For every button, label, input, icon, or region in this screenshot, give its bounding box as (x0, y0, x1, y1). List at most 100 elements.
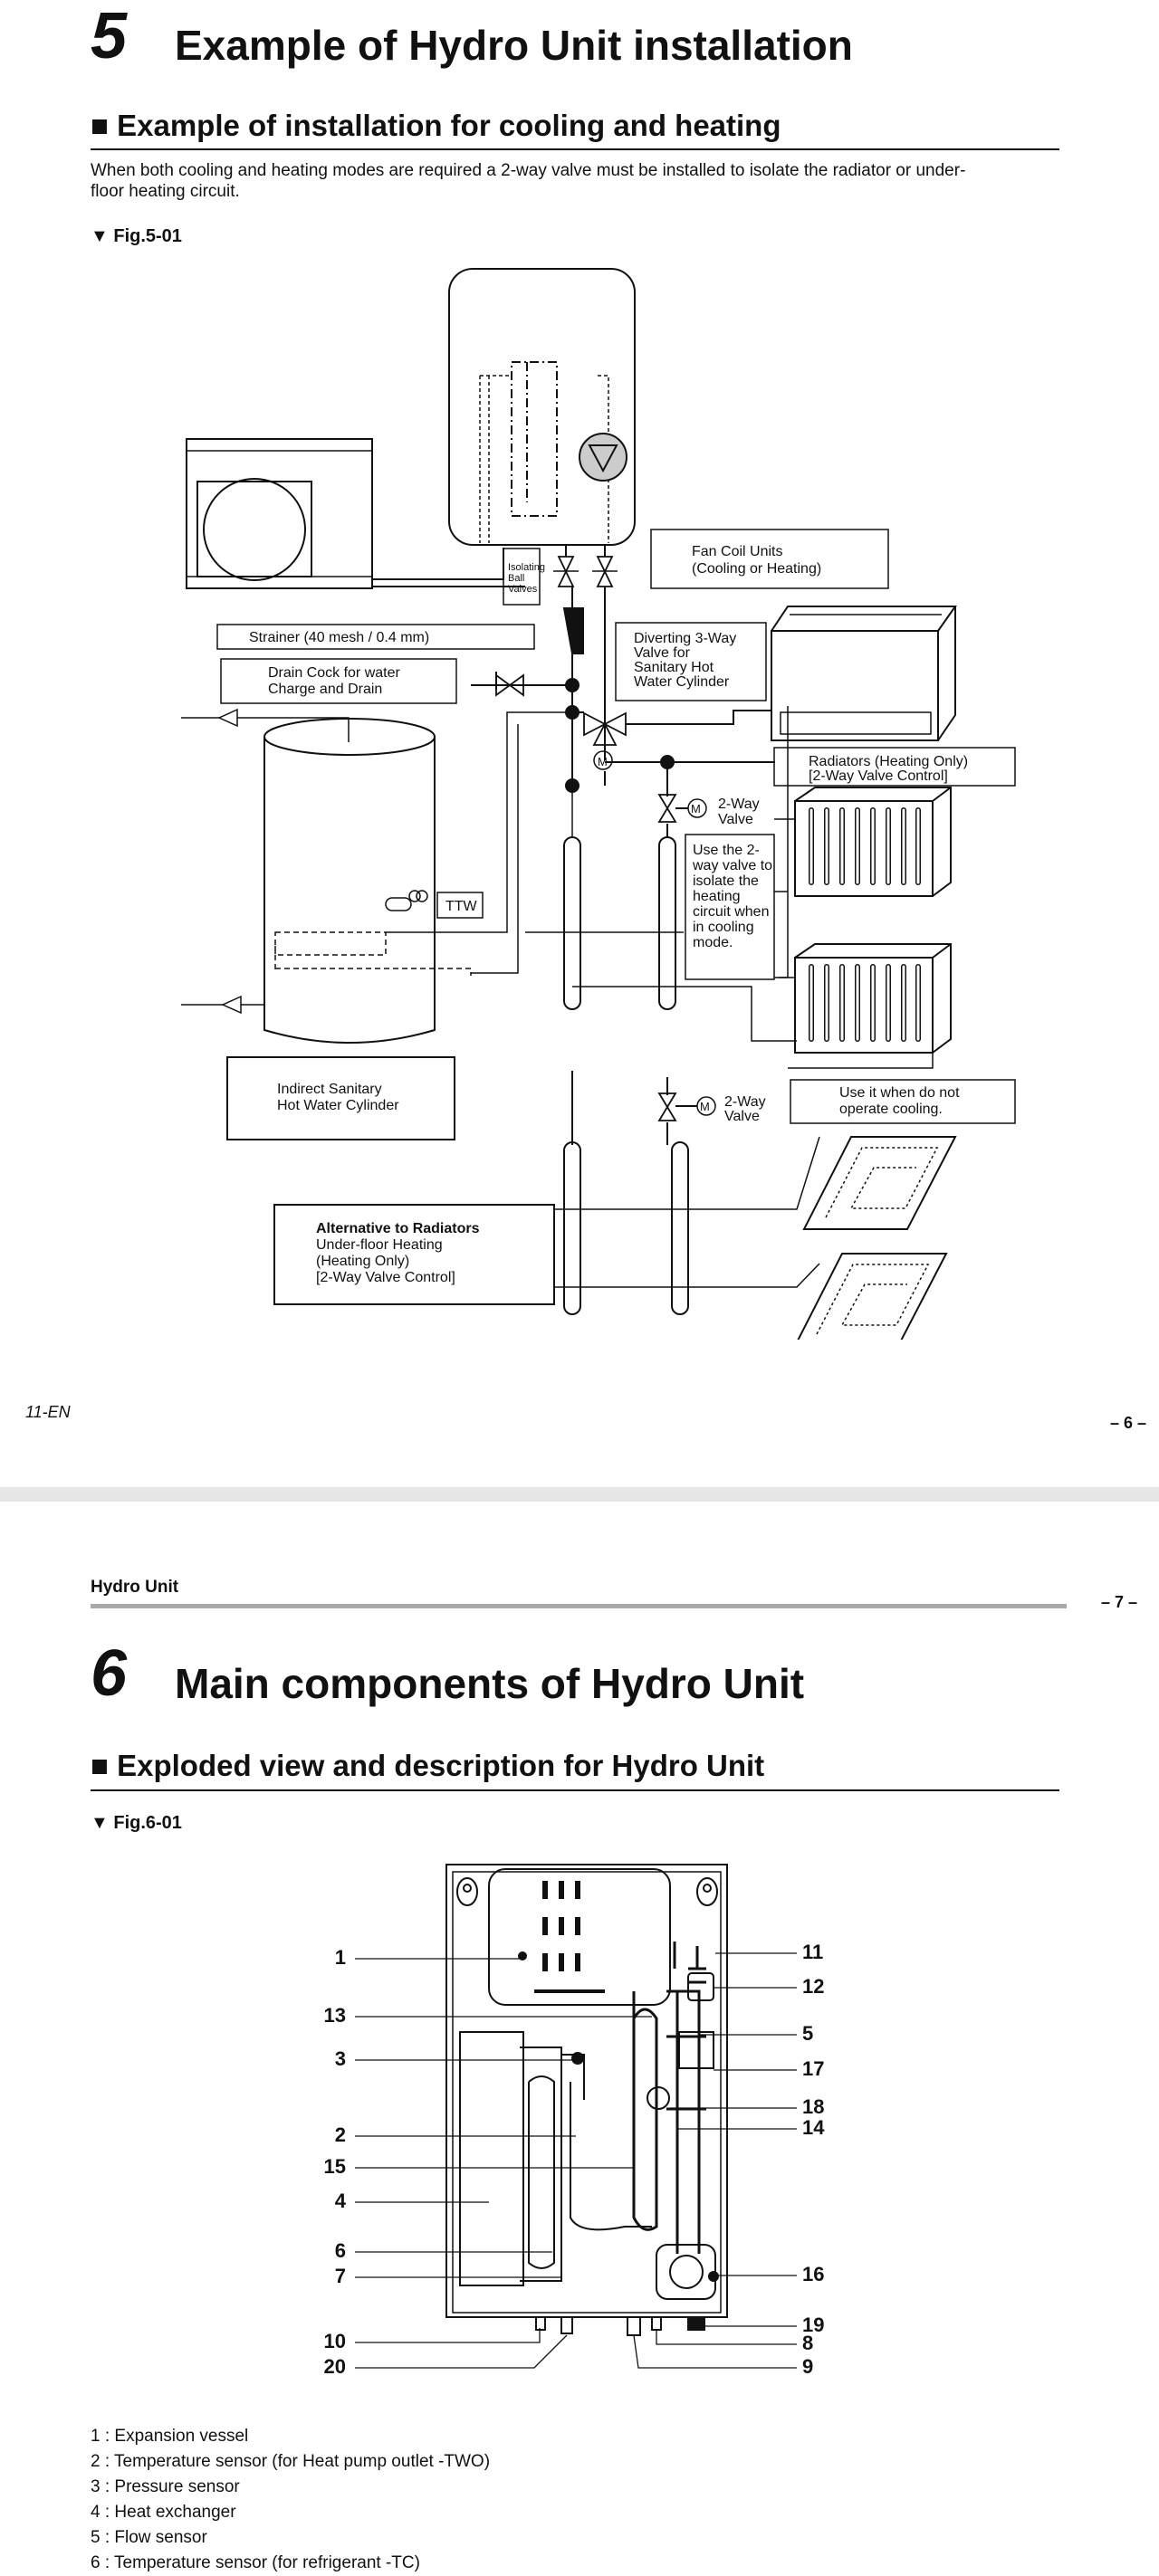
drain-cock-label-box (220, 658, 457, 704)
cylinder-pipes (181, 711, 572, 1006)
list-item: 6 : Temperature sensor (for refrigerant … (91, 2553, 420, 2572)
use-note-7: mode. (693, 935, 733, 950)
alternative-label-3: (Heating Only) (316, 1254, 409, 1269)
heat-exchanger (459, 2031, 652, 2286)
use-cooling-note-1: Use it when do not (839, 1085, 960, 1101)
use-two-way-note-box (685, 834, 775, 980)
callout-left: 4 (334, 2190, 346, 2212)
valve-label-1a: 2-Way (718, 797, 760, 812)
isolating-label-3: Valves (508, 584, 538, 595)
callout-left: 1 (334, 1946, 346, 1969)
cylinder-label-box (226, 1056, 455, 1140)
hot-water-cylinder (263, 718, 472, 1044)
chapter-number-6: 6 (91, 1637, 128, 1710)
callout-right: 9 (802, 2355, 814, 2378)
callout-right: 12 (802, 1975, 825, 1998)
buffer-columns-upper (563, 836, 676, 1010)
divert-label-4: Water Cylinder (634, 674, 730, 690)
underfloor-feed-lines (554, 1136, 820, 1288)
buffer-pipes (525, 706, 797, 1042)
callout-right: 16 (802, 2263, 825, 2285)
cylinder-label-1: Indirect Sanitary (277, 1082, 382, 1097)
three-way-valve-icon: M (583, 711, 627, 770)
use-note-3: isolate the (693, 873, 759, 889)
radiators-label-2: [2-Way Valve Control] (809, 768, 948, 784)
strainer-icon (562, 607, 584, 654)
alternative-label-4: [2-Way Valve Control] (316, 1270, 455, 1285)
radiator-upper (794, 787, 952, 897)
radiator-pipes (774, 818, 934, 1069)
outdoor-unit (186, 438, 373, 589)
underfloor-panel-upper (802, 1136, 957, 1230)
ball-valve-icons (553, 546, 618, 587)
expansion-vessel (488, 1868, 671, 2006)
callout-right: 17 (802, 2057, 825, 2080)
circulation-pump (656, 2244, 719, 2300)
right-leader-lines (633, 1952, 797, 2369)
drain-valve-icon (495, 673, 524, 697)
fan-coil-label-1: Fan Coil Units (692, 544, 782, 559)
fan-coil-label-2: (Cooling or Heating) (692, 561, 821, 577)
isolating-label-2: Ball (508, 573, 524, 584)
page-footer-right: – 6 – (1110, 1414, 1147, 1432)
heatpump-pipes (372, 548, 525, 587)
drain-label-1: Drain Cock for water (268, 665, 400, 681)
figure-label-6: ▼ Fig.6-01 (91, 1813, 182, 1833)
underfloor-panel-lower (797, 1253, 948, 1340)
header-page-number: – 7 – (1101, 1593, 1138, 1611)
fan-coil-unit (771, 606, 957, 741)
callout-left: 7 (334, 2265, 346, 2287)
buffer-columns-lower (563, 1141, 689, 1315)
use-note-4: heating (693, 889, 741, 904)
alternative-label-1: Alternative to Radiators (316, 1221, 480, 1236)
divert-label-2: Valve for (634, 645, 691, 661)
left-leader-lines (355, 1958, 652, 2369)
use-note-6: in cooling (693, 920, 754, 935)
callout-right: 5 (802, 2022, 814, 2045)
callout-left: 10 (323, 2330, 346, 2352)
use-note-5: circuit when (693, 904, 769, 920)
valve-label-2b: Valve (724, 1109, 760, 1124)
callout-left: 3 (334, 2047, 346, 2070)
two-way-valve-icon-1: M (657, 794, 707, 823)
radiators-label-box (773, 747, 1016, 787)
flow-arrow-icons (217, 708, 242, 1015)
drain-label-2: Charge and Drain (268, 682, 382, 697)
list-item: 5 : Flow sensor (91, 2528, 207, 2547)
callout-left: 6 (334, 2239, 346, 2262)
installation-diagram: Isolating Ball Valves Fan Coil Units (Co… (181, 268, 1016, 1340)
two-way-valve-icon-2: M (657, 1092, 716, 1121)
junction-dots (565, 678, 675, 793)
page-separator (0, 1487, 1159, 1502)
hydro-unit-frame (445, 1864, 728, 2318)
divert-label-1: Diverting 3-Way (634, 631, 736, 646)
alternative-label-box (273, 1204, 555, 1305)
valve-label-1b: Valve (718, 812, 753, 827)
radiators-label-1: Radiators (Heating Only) (809, 754, 968, 769)
callout-right: 11 (802, 1941, 824, 1963)
underfloor-pipes-top (571, 1071, 668, 1145)
cylinder-label-2: Hot Water Cylinder (277, 1098, 399, 1113)
callout-right: 19 (802, 2314, 825, 2336)
callout-left: 13 (323, 2004, 346, 2027)
exploded-view-diagram (355, 1864, 797, 2369)
callout-right: 8 (802, 2332, 814, 2354)
chapter-number: 5 (91, 0, 128, 72)
page-footer-left: 11-EN (25, 1403, 71, 1421)
use-note-1: Use the 2- (693, 843, 760, 858)
fan-coil-label-box (650, 529, 889, 589)
hydro-internal-pipes (479, 375, 609, 543)
use-cooling-note-2: operate cooling. (839, 1102, 943, 1117)
callout-left: 15 (323, 2155, 346, 2178)
pipework (632, 1942, 714, 2254)
intro-line-2: floor heating circuit. (91, 182, 240, 201)
svg-text:M: M (691, 802, 701, 816)
divert-label-3: Sanitary Hot (634, 660, 714, 675)
bottom-connections (535, 2316, 705, 2336)
callout-right: 14 (802, 2116, 825, 2139)
drain-pipe (471, 672, 572, 690)
radiator-lower (794, 943, 952, 1054)
ttw-sensor-icon (385, 890, 428, 911)
pump-icon (579, 433, 627, 482)
header-rule (91, 1604, 1067, 1608)
